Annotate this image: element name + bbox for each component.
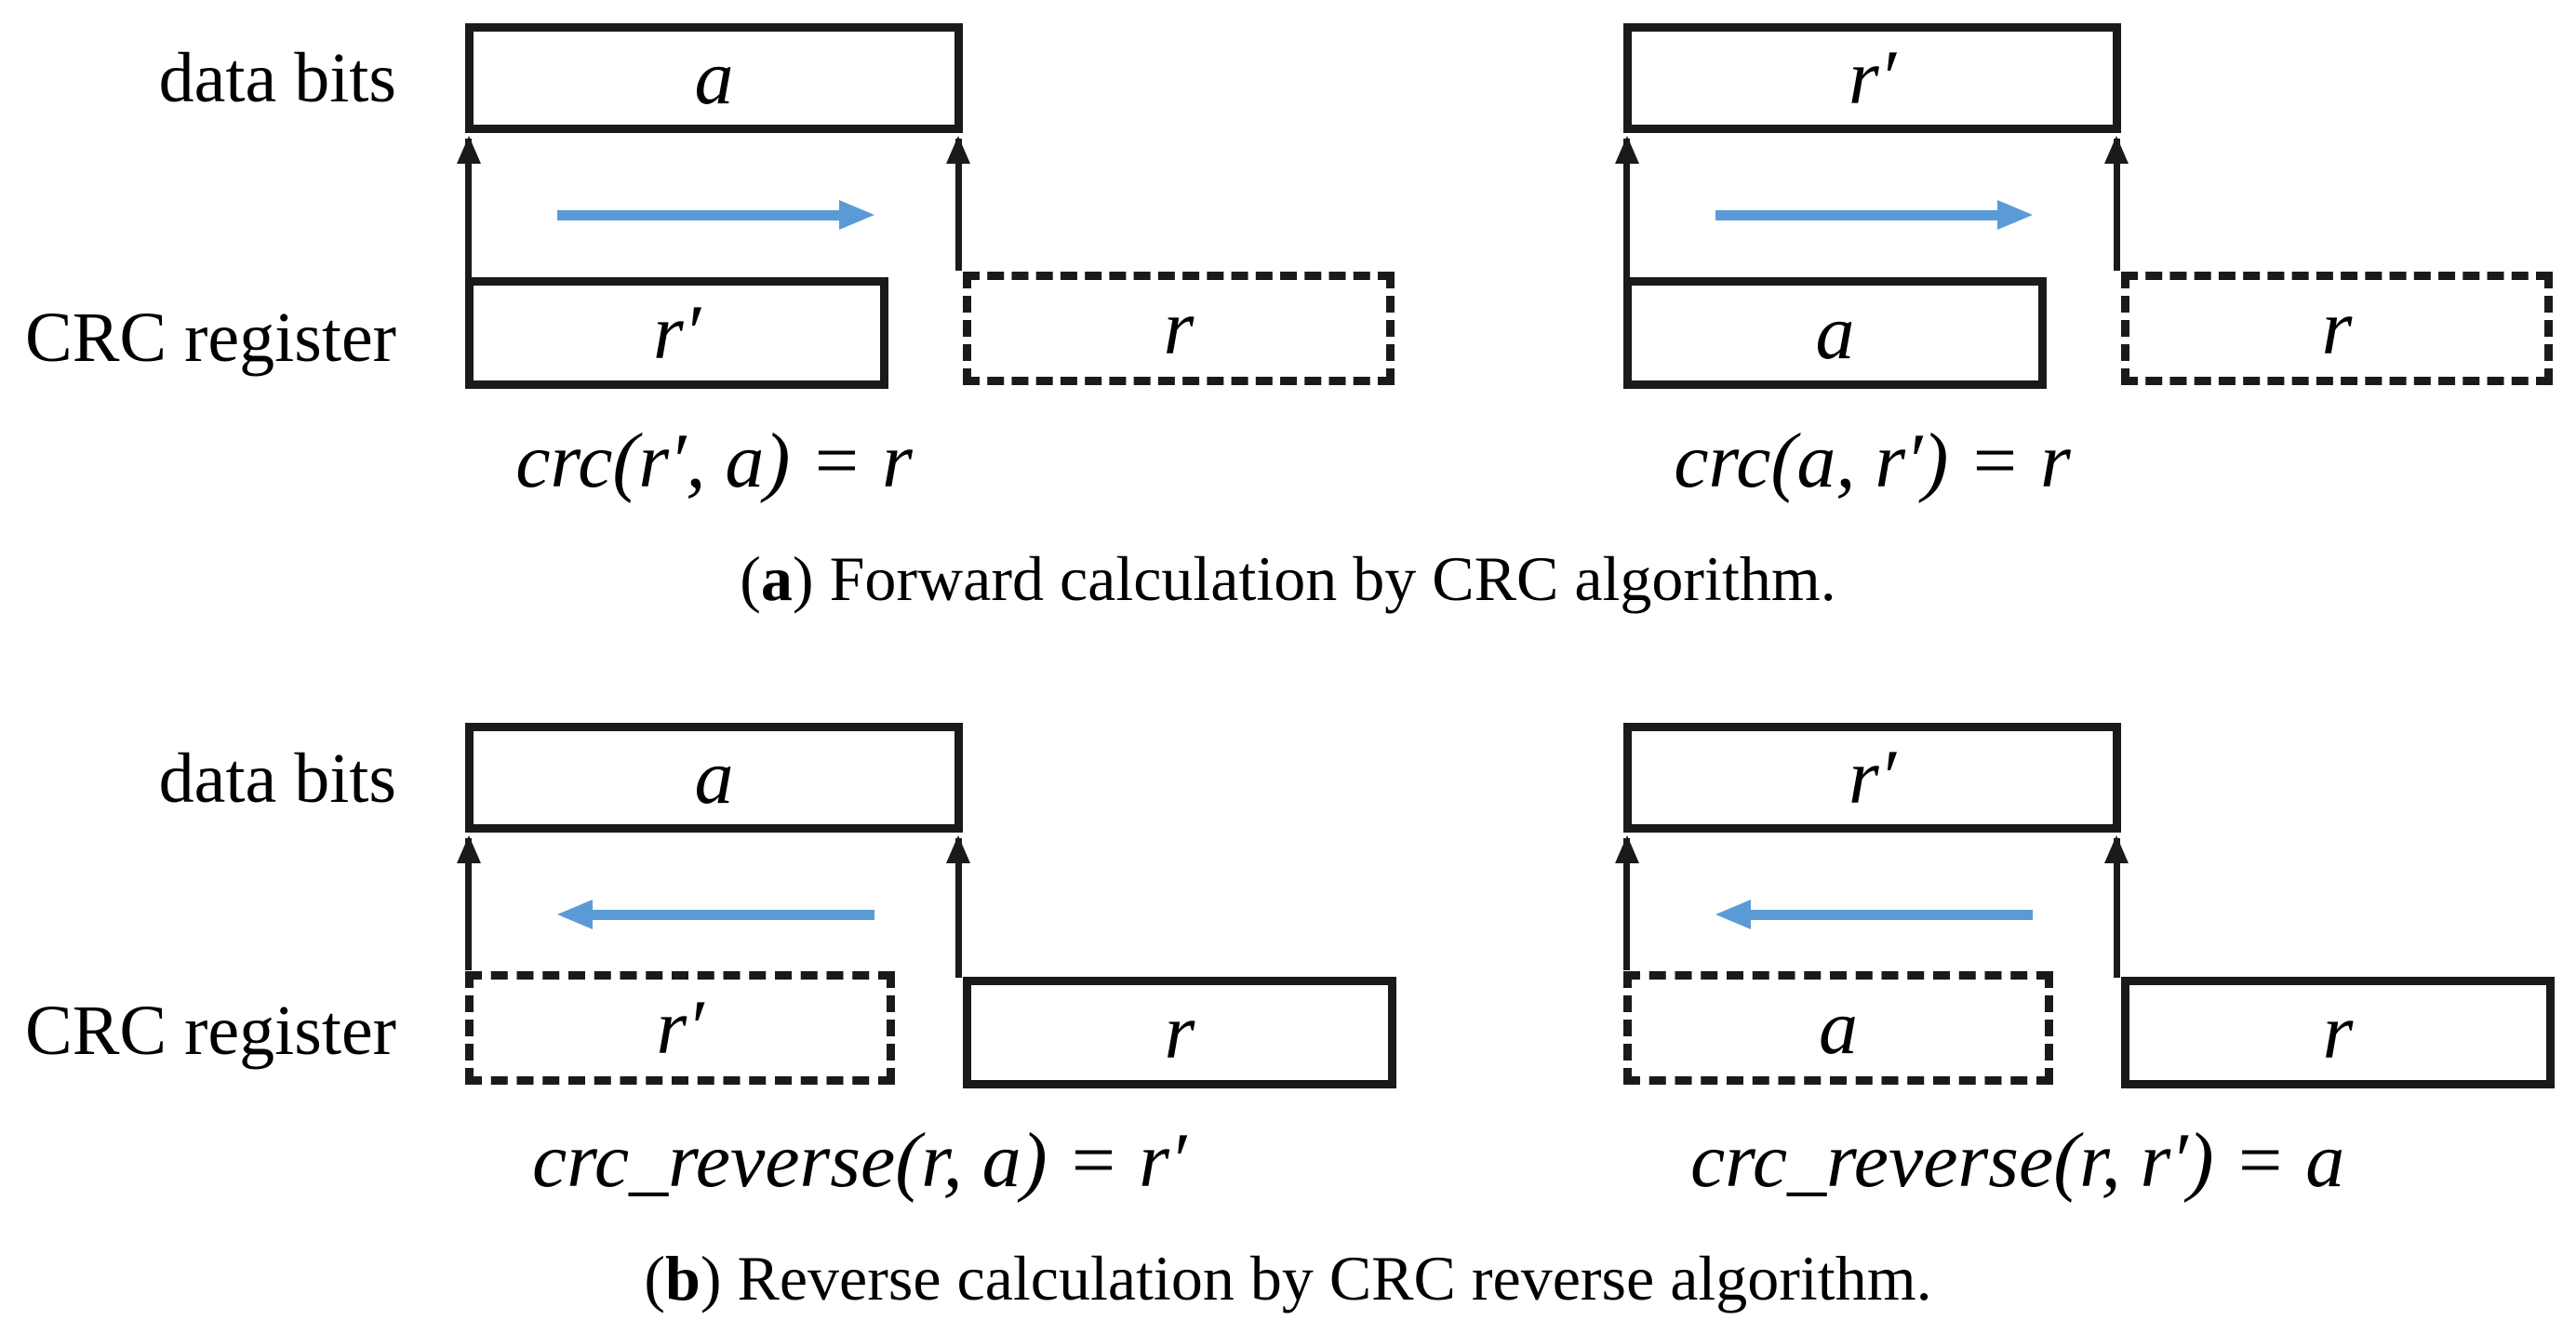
diagram-reverse-left: a r′ r crc_reverse(r, a) = r′ (457, 723, 1405, 1244)
panel-b-caption: (b) Reverse calculation by CRC reverse a… (0, 1244, 2576, 1314)
data-bits-box: r′ (1623, 23, 2121, 133)
carry-line-right (2114, 139, 2120, 271)
crc-box-label: r (1163, 285, 1195, 371)
arrow-shaft (557, 210, 841, 220)
formula: crc(r′, a) = r (515, 418, 913, 504)
carry-line-right (955, 838, 962, 978)
row-label-data-bits: data bits (158, 39, 396, 117)
caption-letter: a (760, 543, 793, 614)
formula: crc_reverse(r, a) = r′ (532, 1117, 1187, 1204)
crc-box-label: r′ (652, 289, 701, 376)
crc-box-label: a (1819, 984, 1858, 1071)
formula: crc_reverse(r, r′) = a (1690, 1117, 2345, 1204)
caption-paren: ( (740, 543, 761, 614)
shift-left-arrow-icon (1715, 900, 2033, 929)
carry-line-left (1623, 139, 1630, 278)
shift-right-arrow-icon (557, 200, 874, 230)
crc-register-box-solid: a (1623, 277, 2047, 389)
arrow-head (1997, 200, 2033, 230)
data-bits-box: r′ (1623, 723, 2121, 833)
formula: crc(a, r′) = r (1674, 418, 2071, 504)
row-label-crc-register: CRC register (25, 992, 396, 1070)
crc-register-box-solid: r (963, 977, 1396, 1088)
caption-text: ) Reverse calculation by CRC reverse alg… (700, 1243, 1932, 1314)
crc-box-label: r (2321, 285, 2353, 371)
caption-letter: b (665, 1243, 701, 1314)
shift-right-arrow-icon (1715, 200, 2033, 230)
crc-box-label: r (1164, 989, 1195, 1075)
carry-line-right (955, 139, 962, 271)
data-bits-box-label: a (694, 734, 734, 820)
up-arrow-icon (457, 136, 481, 164)
crc-register-box-solid: r (2121, 977, 2555, 1088)
data-bits-box: a (465, 723, 963, 833)
crc-register-box-dotted: r (963, 272, 1395, 385)
up-arrow-icon (2104, 136, 2129, 164)
row-label-data-bits: data bits (158, 740, 396, 818)
arrow-shaft (591, 910, 874, 920)
diagram-forward-right: r′ a r crc(a, r′) = r (1615, 23, 2563, 544)
crc-register-box-dotted: r (2121, 272, 2553, 385)
arrow-head (557, 900, 593, 929)
shift-left-arrow-icon (557, 900, 874, 929)
caption-paren: ( (644, 1243, 666, 1314)
crc-box-label: r′ (656, 984, 704, 1071)
crc-register-box-dotted: r′ (465, 971, 895, 1085)
diagram-reverse-right: r′ a r crc_reverse(r, r′) = a (1615, 723, 2563, 1244)
data-bits-box: a (465, 23, 963, 133)
up-arrow-icon (2104, 835, 2129, 863)
carry-line-left (465, 838, 472, 970)
up-arrow-icon (1615, 136, 1639, 164)
caption-text: ) Forward calculation by CRC algorithm. (792, 543, 1836, 614)
crc-register-box-solid: r′ (465, 277, 888, 389)
crc-register-box-dotted: a (1623, 971, 2053, 1085)
data-bits-box-label: a (694, 34, 734, 121)
up-arrow-icon (946, 835, 970, 863)
arrow-head (839, 200, 874, 230)
carry-line-left (1623, 838, 1630, 970)
data-bits-box-label: r′ (1848, 34, 1897, 121)
diagram-forward-left: a r′ r crc(r′, a) = r (457, 23, 1405, 544)
data-bits-box-label: r′ (1848, 734, 1897, 820)
panel-a-caption: (a) Forward calculation by CRC algorithm… (0, 544, 2576, 614)
arrow-shaft (1749, 910, 2033, 920)
carry-line-left (465, 139, 472, 278)
crc-box-label: r (2322, 989, 2354, 1075)
arrow-shaft (1715, 210, 1999, 220)
row-label-crc-register: CRC register (25, 299, 396, 377)
crc-box-label: a (1815, 289, 1855, 376)
carry-line-right (2114, 838, 2120, 978)
arrow-head (1715, 900, 1751, 929)
up-arrow-icon (1615, 835, 1639, 863)
up-arrow-icon (946, 136, 970, 164)
up-arrow-icon (457, 835, 481, 863)
